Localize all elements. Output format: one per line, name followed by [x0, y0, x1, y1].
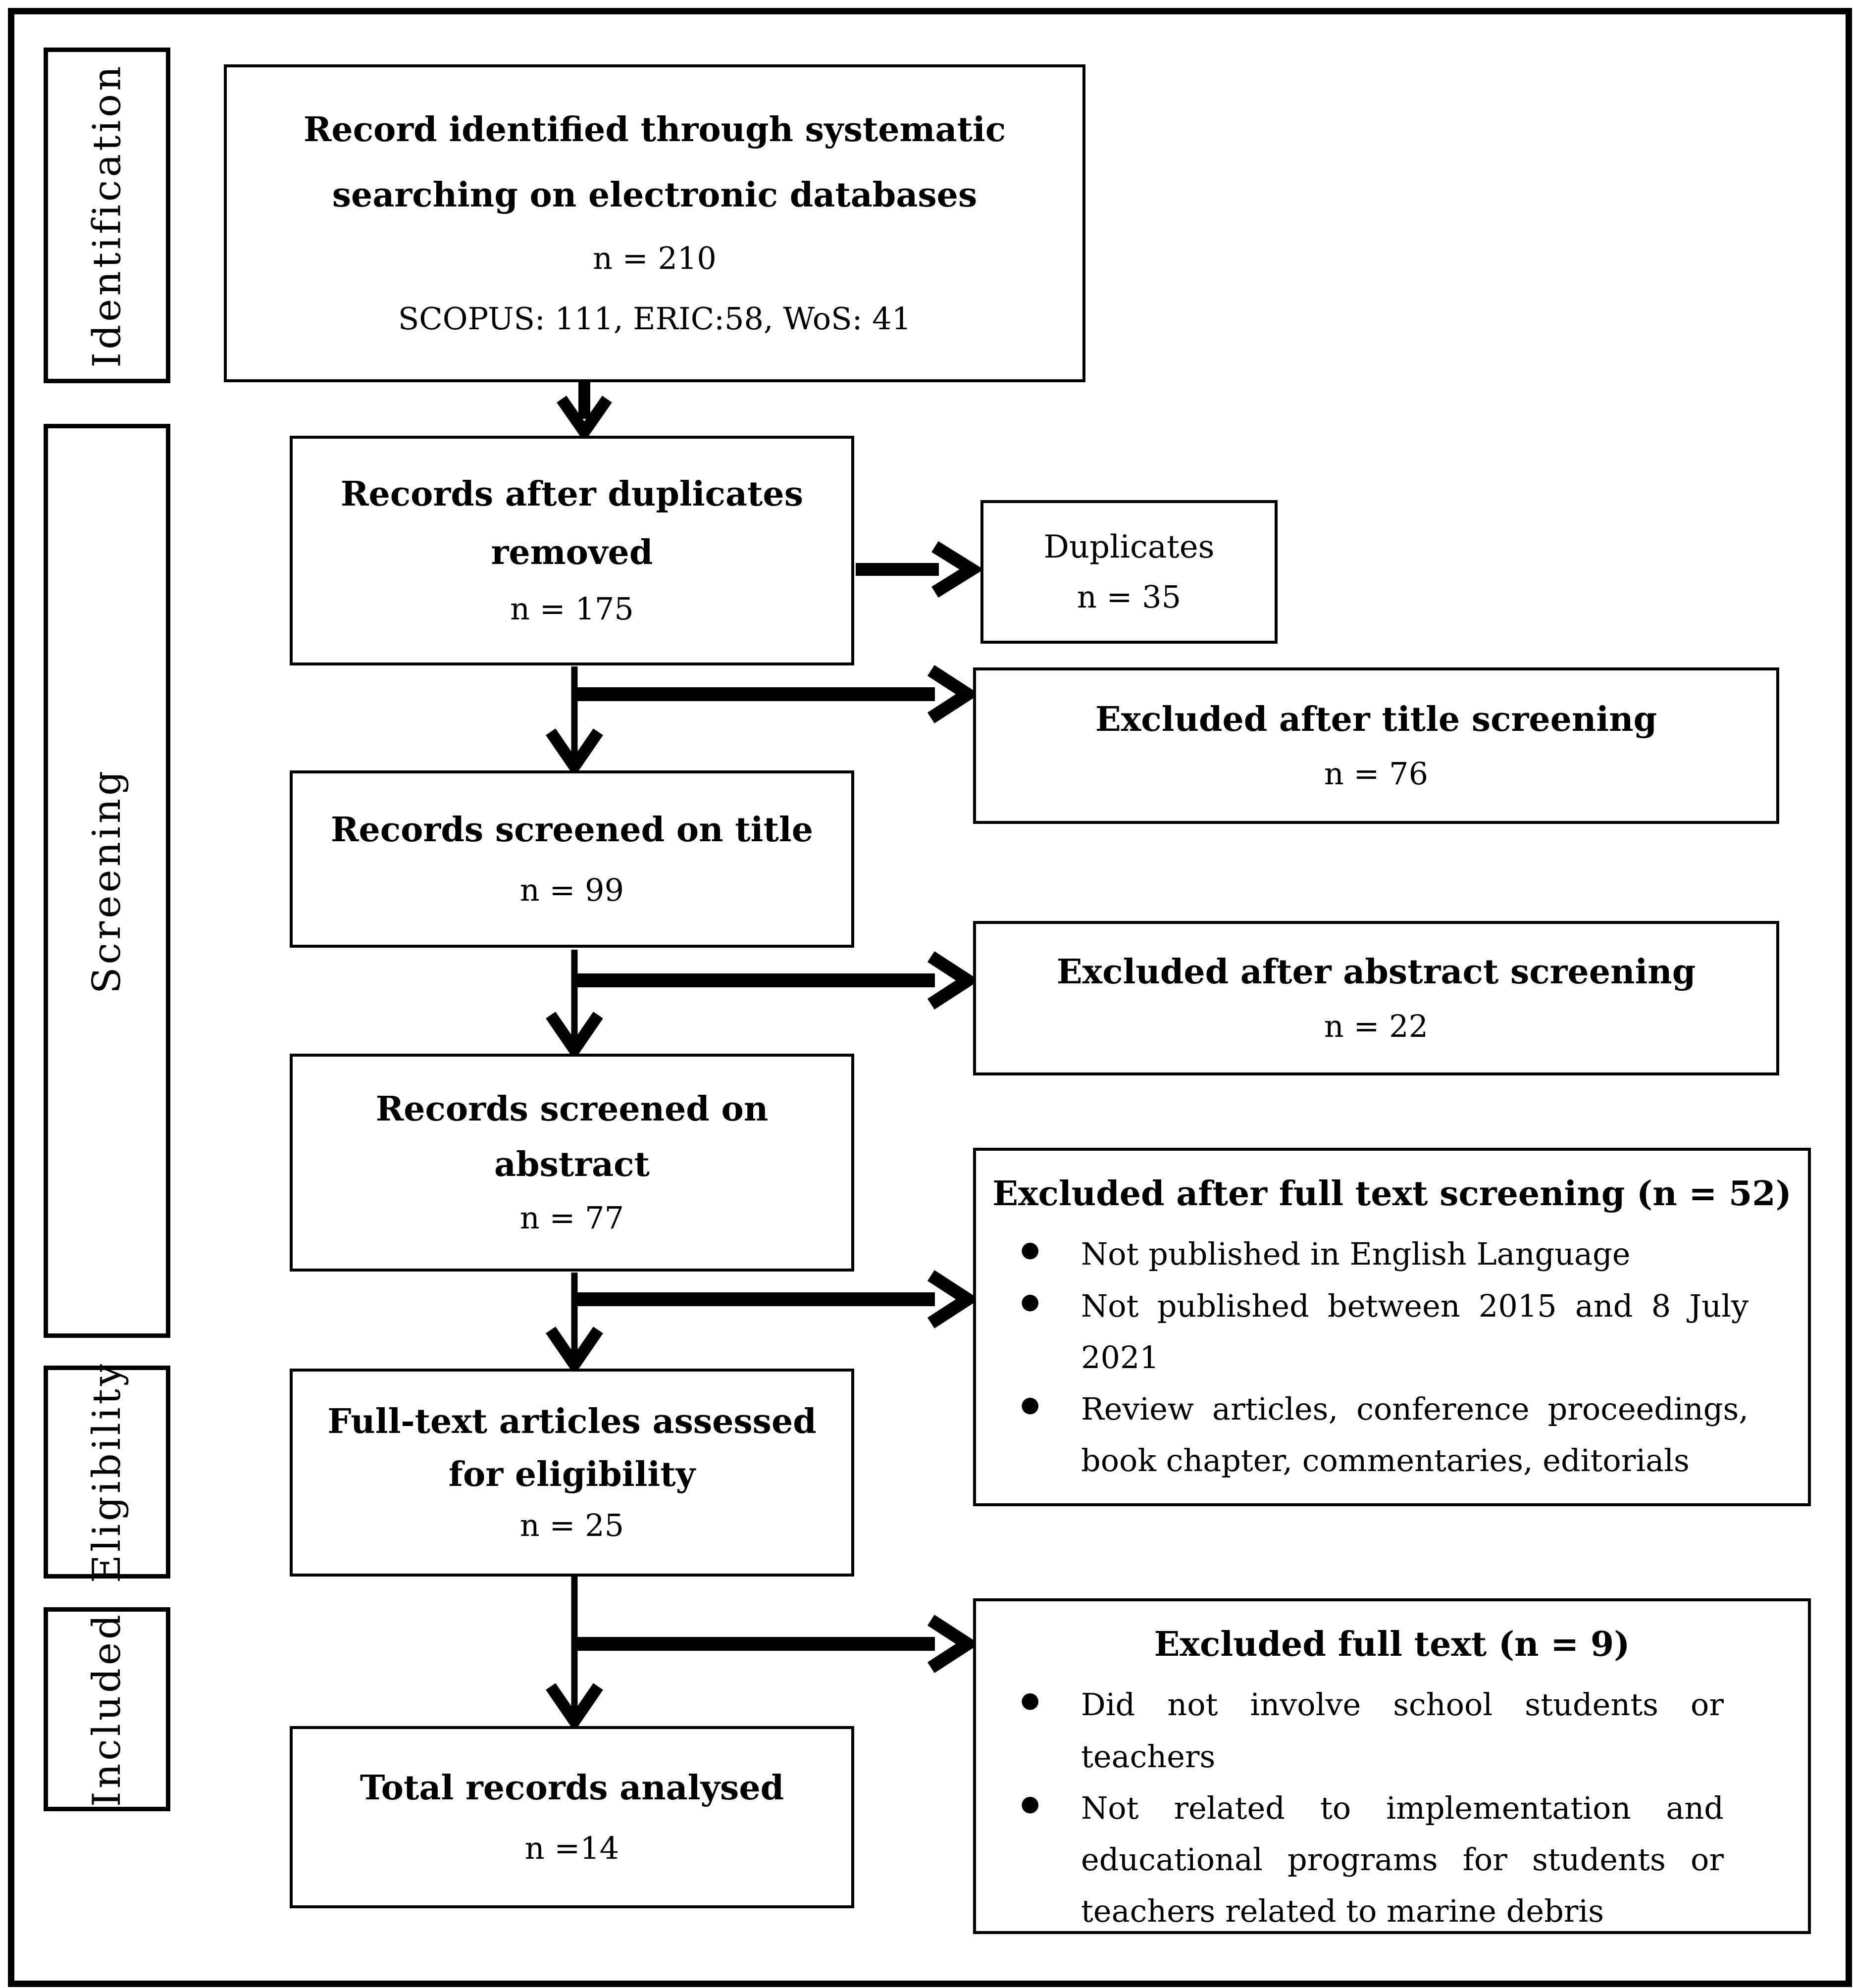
stage-included: Included	[44, 1607, 170, 1811]
stage-identification: Identification	[44, 48, 170, 383]
excluded-fulltext-reason-1: Did not involve school students or teach…	[1007, 1679, 1724, 1782]
excluded-abstract-screening-title: Excluded after abstract screening	[1056, 952, 1696, 992]
duplicates-removed-title-line2: removed	[491, 532, 653, 572]
excluded-fulltext-reasons: Did not involve school students or teach…	[976, 1679, 1808, 1937]
diagram-outer-border	[8, 8, 1852, 1987]
duplicates-title: Duplicates	[1043, 529, 1215, 566]
screened-abstract-count: n = 77	[519, 1200, 624, 1236]
fulltext-assessed-title-line1: Full-text articles assessed	[327, 1401, 817, 1441]
records-identified-sources: SCOPUS: 111, ERIC:58, WoS: 41	[398, 301, 912, 337]
box-records-identified: Record identified through systematic sea…	[224, 64, 1085, 382]
stage-screening: Screening	[44, 424, 170, 1338]
box-excluded-title-screening: Excluded after title screening n = 76	[973, 667, 1779, 824]
stage-eligibility-label: Eligibility	[85, 1361, 130, 1583]
records-identified-title-line1: Record identified through systematic	[303, 109, 1006, 150]
box-duplicates: Duplicates n = 35	[980, 500, 1278, 644]
stage-screening-label: Screening	[85, 767, 130, 994]
excluded-title-screening-count: n = 76	[1324, 756, 1429, 792]
stage-eligibility: Eligibility	[44, 1361, 170, 1583]
box-excluded-abstract-screening: Excluded after abstract screening n = 22	[973, 921, 1779, 1075]
box-excluded-fulltext-screening: Excluded after full text screening (n = …	[973, 1148, 1811, 1506]
excluded-fulltext-reason-2: Not related to implementation and educat…	[1007, 1783, 1724, 1937]
records-identified-count: n = 210	[593, 240, 717, 276]
fulltext-assessed-title-line2: for eligibility	[448, 1454, 696, 1494]
excluded-fulltext-screening-reasons: Not published in English Language Not pu…	[976, 1228, 1808, 1486]
box-fulltext-assessed: Full-text articles assessed for eligibil…	[290, 1369, 854, 1577]
excluded-fulltext-screening-title: Excluded after full text screening (n = …	[992, 1174, 1792, 1214]
box-duplicates-removed: Records after duplicates removed n = 175	[290, 436, 854, 665]
total-analysed-title: Total records analysed	[360, 1768, 784, 1808]
screened-title-title: Records screened on title	[330, 810, 814, 850]
screened-title-count: n = 99	[519, 871, 624, 908]
duplicates-removed-count: n = 175	[510, 591, 634, 627]
excluded-abstract-screening-count: n = 22	[1324, 1008, 1429, 1044]
box-screened-title: Records screened on title n = 99	[290, 770, 854, 948]
duplicates-removed-title-line1: Records after duplicates	[341, 474, 803, 514]
excluded-fulltext-screening-reason-3: Review articles, conference proceedings,…	[1007, 1383, 1749, 1486]
total-analysed-count: n =14	[524, 1830, 619, 1866]
excluded-fulltext-title: Excluded full text (n = 9)	[1154, 1625, 1630, 1664]
box-total-analysed: Total records analysed n =14	[290, 1726, 854, 1908]
fulltext-assessed-count: n = 25	[519, 1507, 624, 1544]
excluded-fulltext-screening-reason-1: Not published in English Language	[1007, 1228, 1749, 1280]
box-excluded-fulltext: Excluded full text (n = 9) Did not invol…	[973, 1598, 1811, 1934]
excluded-title-screening-title: Excluded after title screening	[1095, 699, 1657, 739]
excluded-fulltext-screening-reason-2: Not published between 2015 and 8 July 20…	[1007, 1280, 1749, 1383]
duplicates-count: n = 35	[1077, 578, 1182, 615]
box-screened-abstract: Records screened on abstract n = 77	[290, 1054, 854, 1272]
stage-identification-label: Identification	[85, 63, 130, 368]
screened-abstract-title-line2: abstract	[494, 1144, 650, 1184]
screened-abstract-title-line1: Records screened on	[375, 1089, 769, 1129]
stage-included-label: Included	[85, 1612, 129, 1807]
records-identified-title-line2: searching on electronic databases	[332, 175, 978, 215]
